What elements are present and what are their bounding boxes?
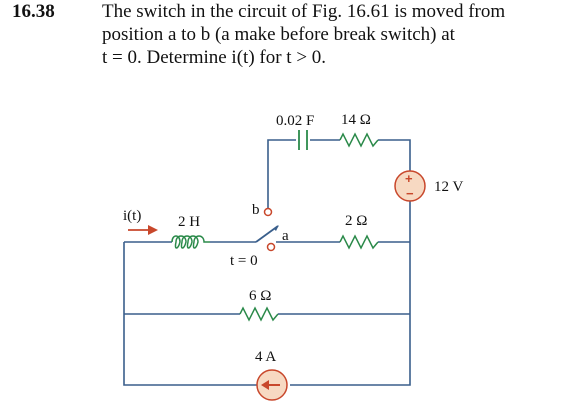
wire-left-vertical (123, 242, 260, 386)
problem-line-3: t = 0. Determine i(t) for t > 0. (102, 47, 327, 68)
switch-terminal-b (263, 207, 273, 217)
inductor-label: 2 H (178, 214, 200, 230)
capacitor (298, 130, 308, 150)
problem-number: 16.38 (12, 1, 55, 22)
switch-terminal-a (266, 242, 276, 252)
current-arrow-icon (148, 225, 158, 235)
inductor (171, 235, 210, 249)
switch-b-label: b (252, 202, 260, 218)
wire-right-vertical (290, 201, 411, 386)
current-source-arrow-icon (261, 380, 269, 390)
switch (255, 207, 279, 252)
switch-time-label: t = 0 (230, 253, 258, 269)
switch-blade (255, 225, 279, 243)
wire-top-left (267, 139, 296, 210)
current-source-label: 4 A (255, 349, 276, 365)
capacitor-label: 0.02 F (276, 113, 314, 129)
resistor-14-ohm (339, 132, 379, 148)
voltage-minus: − (406, 186, 414, 201)
voltage-source (394, 170, 426, 202)
problem-line-2: position a to b (a make before break swi… (102, 24, 455, 45)
resistor-2-ohm (339, 234, 379, 250)
switch-a-label: a (282, 228, 289, 244)
voltage-source-label: 12 V (434, 179, 463, 195)
switch-arrow-icon (274, 225, 279, 231)
resistor-6-ohm (239, 306, 279, 322)
problem-line-1: The switch in the circuit of Fig. 16.61 … (102, 1, 506, 22)
wire-top-right (378, 139, 411, 171)
current-label: i(t) (123, 208, 141, 224)
resistor-mid-label: 2 Ω (345, 213, 367, 229)
resistor-top-label: 14 Ω (341, 112, 371, 128)
voltage-plus: + (405, 171, 413, 186)
resistor-low-label: 6 Ω (249, 288, 271, 304)
